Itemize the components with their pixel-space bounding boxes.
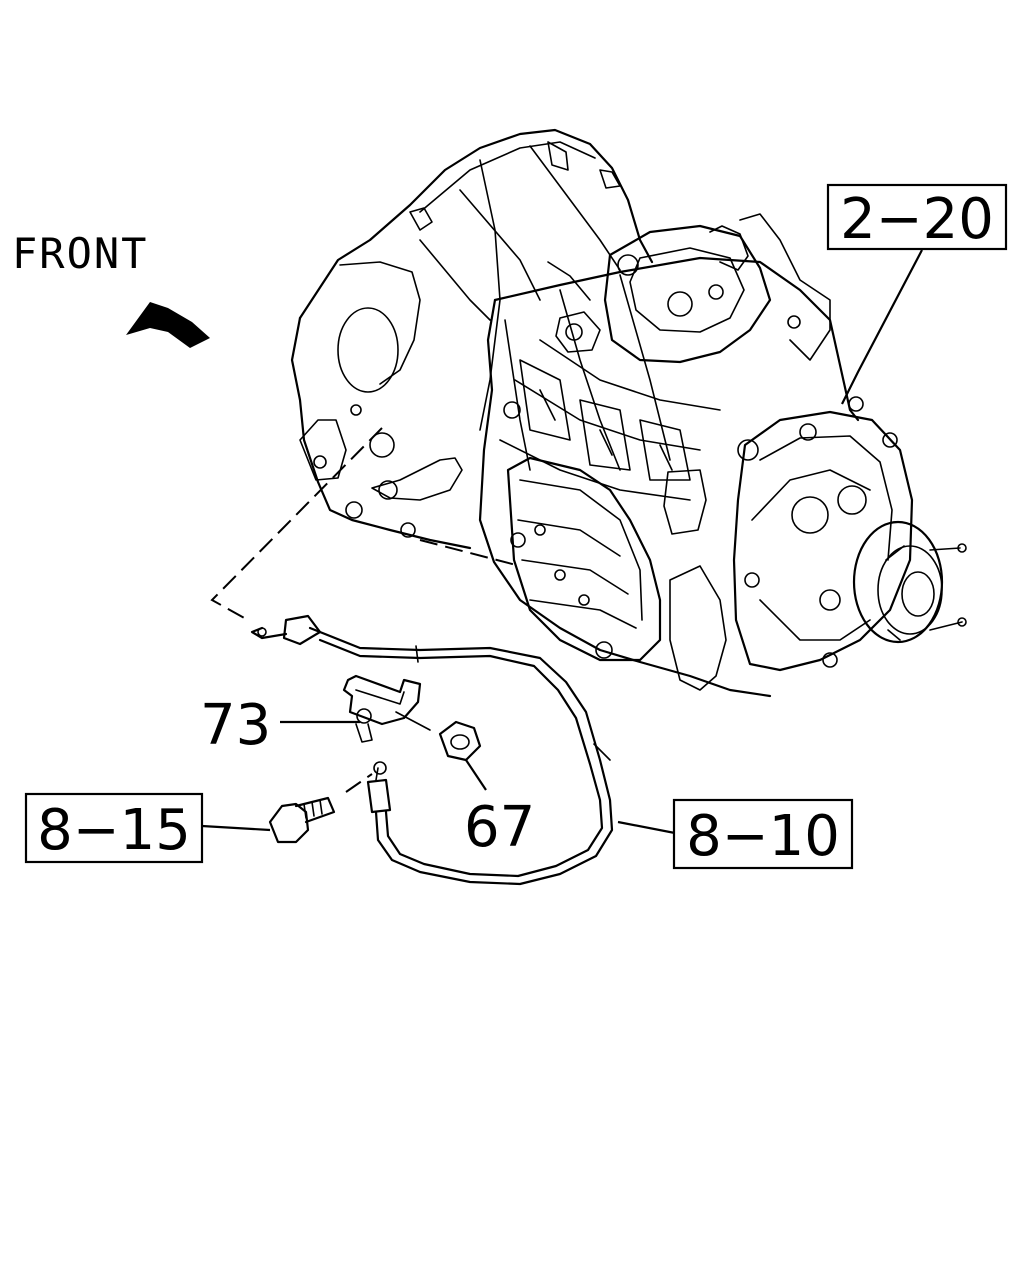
bracket-part-73 <box>342 674 431 743</box>
callout-box <box>24 792 204 864</box>
callout-2-20[interactable]: 2−20 <box>826 183 1008 252</box>
front-indicator: FRONT <box>12 229 210 348</box>
callout-8-15[interactable]: 8−15 <box>24 792 204 864</box>
leader-lines <box>201 249 923 836</box>
callout-box <box>826 183 1008 251</box>
front-label: FRONT <box>12 229 148 278</box>
arrow-up-left-icon <box>126 302 210 348</box>
callout-2-20-label: 2−20 <box>840 187 994 252</box>
transmission-assembly <box>290 128 967 698</box>
nut-part-67 <box>438 720 482 762</box>
callout-box <box>672 798 854 870</box>
callout-8-10-label: 8−10 <box>686 804 840 869</box>
part-number-73[interactable]: 73 <box>200 693 271 758</box>
bolt-part <box>268 796 336 844</box>
assembly-lines <box>210 427 521 621</box>
callout-8-15-label: 8−15 <box>37 798 191 863</box>
part-number-67[interactable]: 67 <box>464 795 535 860</box>
callout-8-10[interactable]: 8−10 <box>672 798 854 870</box>
ground-cable <box>250 614 614 886</box>
